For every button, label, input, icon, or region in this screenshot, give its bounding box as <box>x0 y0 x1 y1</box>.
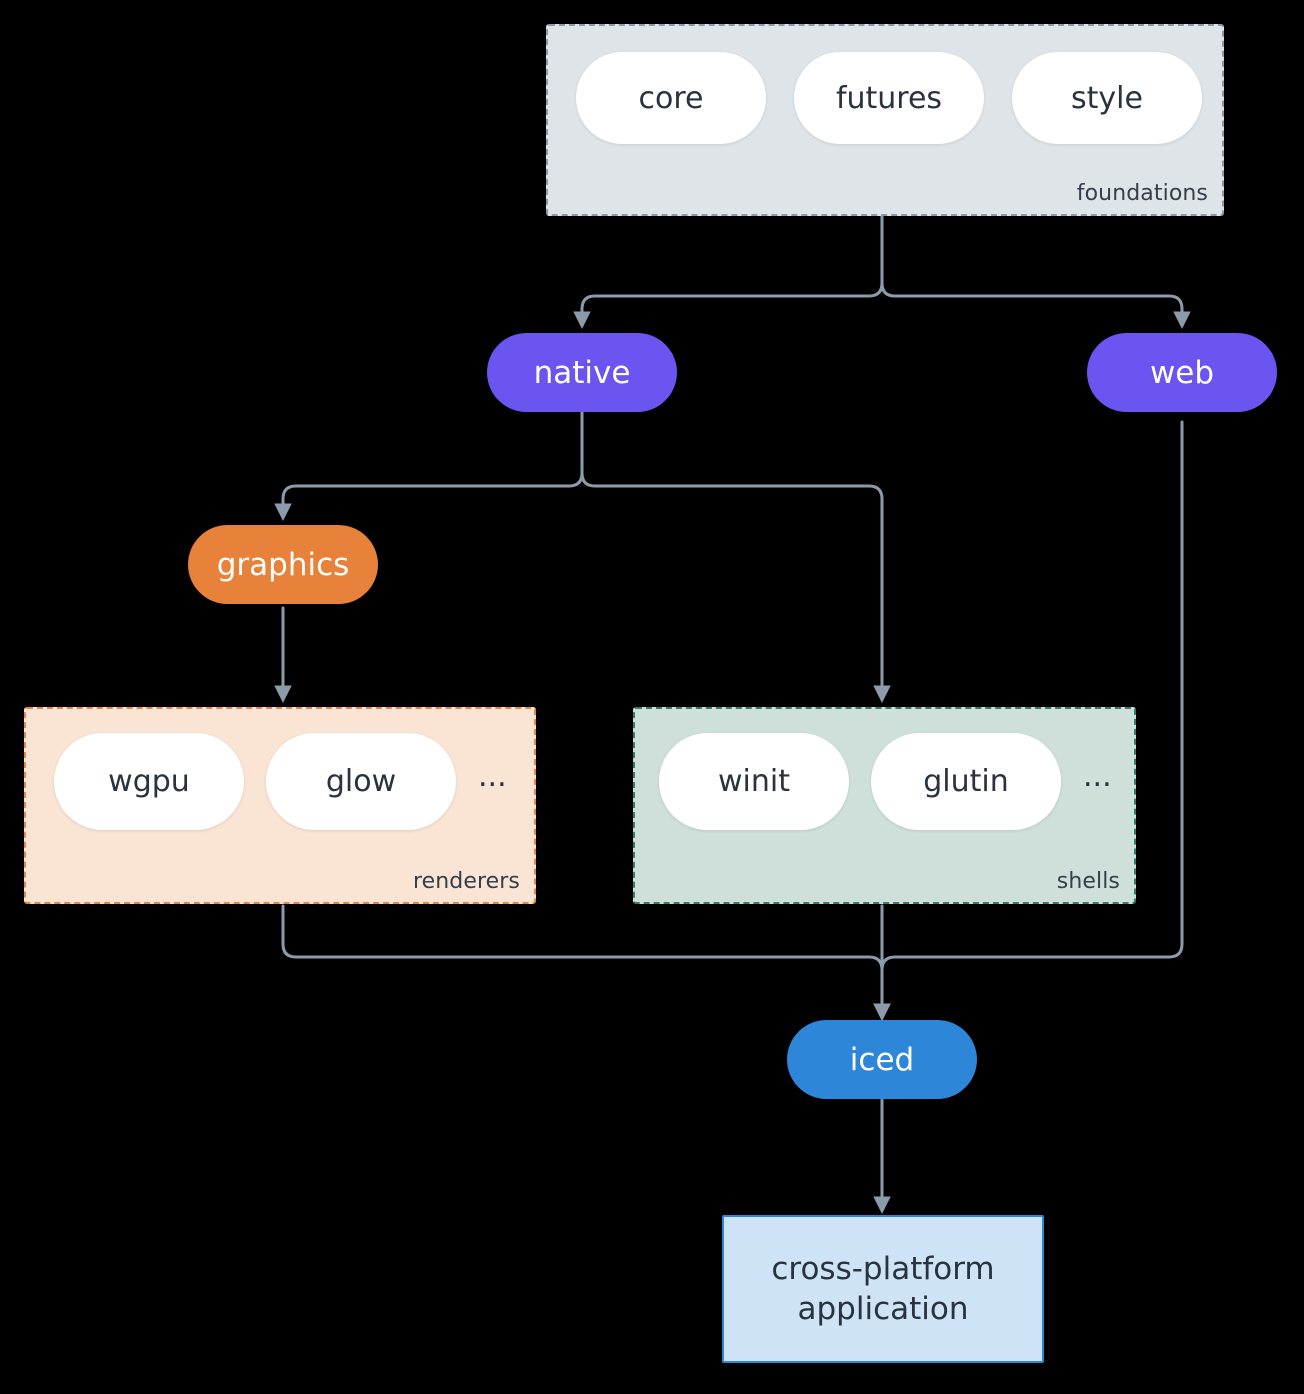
chip-label: glutin <box>923 764 1009 799</box>
application-label-line1: cross-platform <box>771 1250 995 1287</box>
node-web[interactable]: web <box>1087 333 1277 412</box>
node-label: web <box>1149 354 1215 391</box>
chip-label: style <box>1071 80 1143 116</box>
chip-futures[interactable]: futures <box>794 52 984 144</box>
node-iced[interactable]: iced <box>787 1020 977 1099</box>
foundations-items: core futures style <box>576 52 1202 144</box>
group-shells: winit glutin ... shells <box>633 707 1136 904</box>
chip-label: futures <box>835 80 943 116</box>
chip-glutin[interactable]: glutin <box>871 733 1061 830</box>
edge-native-shells <box>580 410 891 703</box>
shells-items: winit glutin ... <box>659 733 1112 830</box>
chip-glow[interactable]: glow <box>266 733 456 830</box>
group-renderers: wgpu glow ... renderers <box>24 707 536 904</box>
node-label: native <box>533 354 631 391</box>
application-label-line2: application <box>797 1291 969 1327</box>
chip-style[interactable]: style <box>1012 52 1202 144</box>
chip-winit[interactable]: winit <box>659 733 849 830</box>
group-label-shells: shells <box>1056 869 1120 894</box>
node-label: iced <box>849 1041 915 1078</box>
chip-wgpu[interactable]: wgpu <box>54 733 244 830</box>
chip-label: glow <box>325 764 397 799</box>
edge-native-graphics <box>274 410 584 521</box>
group-label-foundations: foundations <box>1076 181 1208 206</box>
chip-label: winit <box>718 764 790 799</box>
edge-renderers-iced <box>281 904 891 1021</box>
node-graphics[interactable]: graphics <box>188 525 378 604</box>
renderers-ellipsis: ... <box>478 758 507 794</box>
chip-label: wgpu <box>108 764 190 799</box>
shells-ellipsis: ... <box>1083 758 1112 794</box>
group-foundations: core futures style foundations <box>546 24 1224 216</box>
node-application[interactable]: cross-platform application <box>722 1215 1044 1363</box>
node-native[interactable]: native <box>487 333 677 412</box>
group-label-renderers: renderers <box>412 869 520 894</box>
renderers-items: wgpu glow ... <box>54 733 507 830</box>
edge-foundations-native <box>573 214 884 329</box>
chip-label: core <box>638 80 704 116</box>
edge-foundations-web <box>880 214 1191 329</box>
node-label: graphics <box>216 546 350 583</box>
chip-core[interactable]: core <box>576 52 766 144</box>
